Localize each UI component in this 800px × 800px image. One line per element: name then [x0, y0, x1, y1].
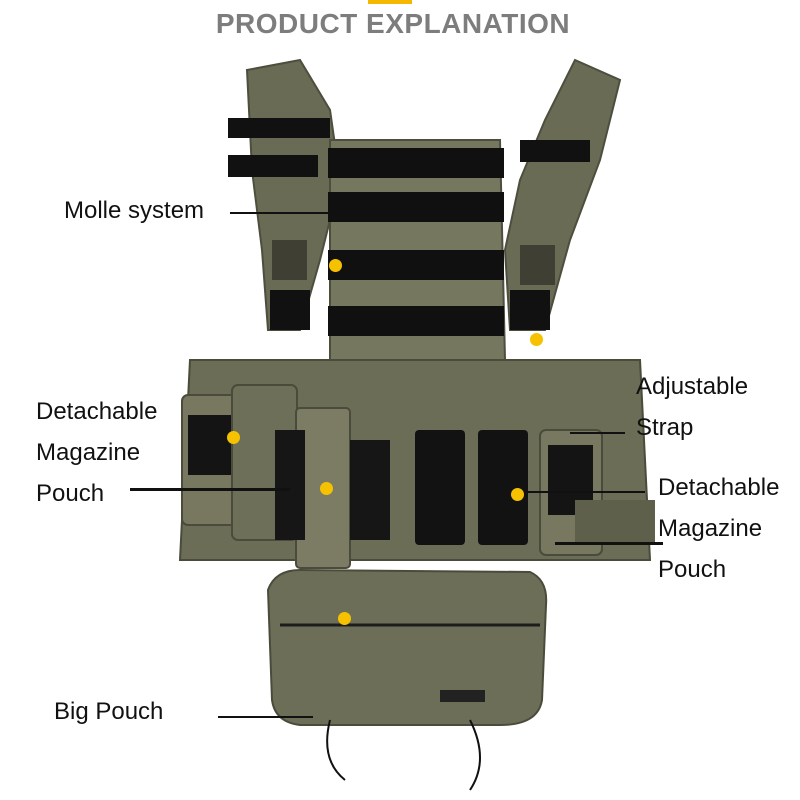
- big-pouch-leader: [218, 716, 313, 718]
- adjustable-strap-label-line-2: Strap: [636, 414, 694, 441]
- adjustable-strap-marker: [530, 333, 543, 346]
- right-magazine-pouch-label-line-2: Magazine: [658, 515, 763, 542]
- right-magazine-pouch-leader: [555, 542, 663, 545]
- big-pouch-label: Big Pouch: [54, 691, 163, 732]
- big-pouch-marker: [338, 612, 351, 625]
- molle-system-marker: [329, 259, 342, 272]
- page-title: PRODUCT EXPLANATION: [215, 8, 571, 39]
- right-magazine-pouch-label: Detachable Magazine Pouch: [658, 467, 779, 590]
- left-magazine-pouch-label: Detachable Magazine Pouch: [36, 391, 157, 514]
- molle-system-label: Molle system: [64, 190, 204, 231]
- right-magazine-pouch-leader-top: [525, 491, 645, 493]
- left-magazine-pouch-label-line-1: Detachable: [36, 398, 158, 425]
- right-magazine-pouch-marker: [511, 488, 524, 501]
- title-accent-bar: [368, 0, 412, 4]
- big-pouch-label-line-1: Big Pouch: [54, 698, 164, 725]
- left-magazine-pouch-marker: [227, 431, 240, 444]
- molle-system-leader: [230, 212, 330, 214]
- adjustable-strap-label-line-1: Adjustable: [636, 373, 749, 400]
- adjustable-strap-leader: [570, 432, 625, 434]
- center-sleeve-marker: [320, 482, 333, 495]
- left-magazine-pouch-label-line-2: Magazine: [36, 439, 141, 466]
- left-magazine-pouch-label-line-3: Pouch: [36, 480, 105, 507]
- right-magazine-pouch-label-line-3: Pouch: [658, 556, 727, 583]
- adjustable-strap-label: Adjustable Strap: [636, 366, 748, 448]
- right-magazine-pouch-label-line-1: Detachable: [658, 474, 780, 501]
- left-magazine-pouch-leader: [130, 488, 290, 491]
- molle-system-label-line-1: Molle system: [64, 197, 205, 224]
